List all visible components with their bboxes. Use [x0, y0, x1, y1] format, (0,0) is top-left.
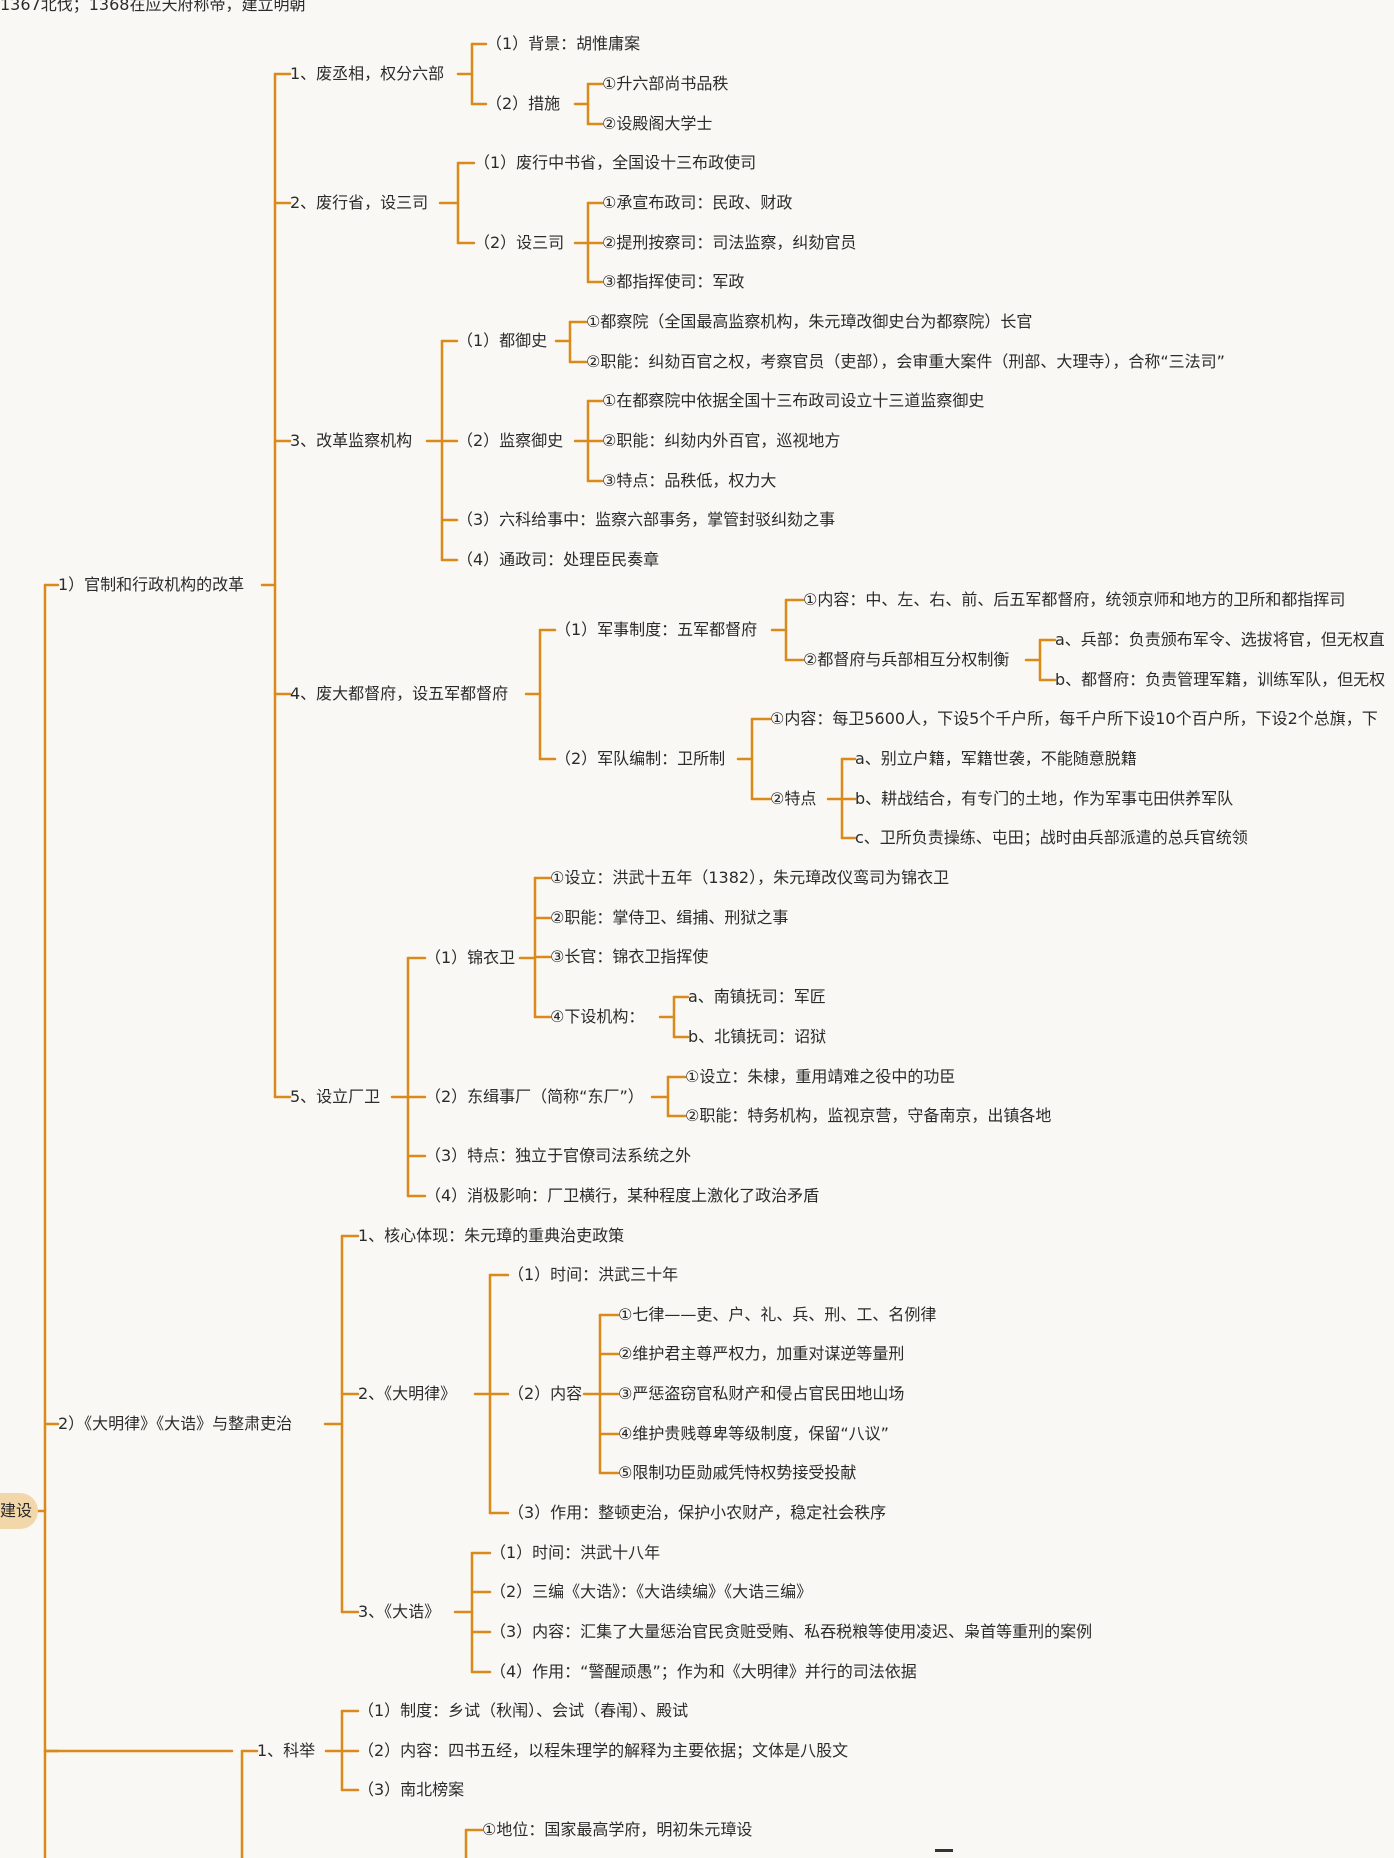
top-text: 1367北伐；1368在应天府称帝，建立明朝: [0, 0, 306, 14]
node-s2-2: 2、《大明律》: [358, 1384, 457, 1403]
node-s1-2-2a: ①承宣布政司：民政、财政: [602, 193, 793, 212]
node-s2-3: 3、《大诰》: [358, 1602, 441, 1621]
node-s2-2-2: （2）内容: [508, 1384, 583, 1403]
node-s1-2-2b: ②提刑按察司：司法监察，纠劾官员: [602, 233, 857, 252]
node-s1-5-1a: ①设立：洪武十五年（1382），朱元璋改仪鸾司为锦衣卫: [550, 868, 950, 887]
node-s1-4-2b1: a、别立户籍，军籍世袭，不能随意脱籍: [855, 749, 1137, 768]
node-s2-2-2d: ④维护贵贱尊卑等级制度，保留“八议”: [618, 1424, 889, 1443]
node-s2-2-3: （3）作用：整顿吏治，保护小农财产，稳定社会秩序: [508, 1503, 887, 1522]
node-s1-1: 1、废丞相，权分六部: [290, 64, 445, 83]
node-s2-2-2e: ⑤限制功臣勋戚凭恃权势接受投献: [618, 1463, 857, 1482]
node-s1-4-1b1: a、兵部：负责颁布军令、选拔将官，但无权直: [1055, 630, 1385, 649]
node-s1-3-4: （4）通政司：处理臣民奏章: [457, 550, 660, 569]
node-s1-5-4: （4）消极影响：厂卫横行，某种程度上激化了政治矛盾: [425, 1186, 820, 1205]
node-s3-1-3: （3）南北榜案: [358, 1780, 465, 1799]
node-s1-5-1d1: a、南镇抚司：军匠: [688, 987, 826, 1006]
node-s2-2-2b: ②维护君主尊严权力，加重对谋逆等量刑: [618, 1344, 905, 1363]
node-s1-5-1b: ②职能：掌侍卫、缉捕、刑狱之事: [550, 908, 789, 927]
node-s1-3-1: （1）都御史: [457, 331, 548, 350]
node-s1-5-2a: ①设立：朱棣，重用靖难之役中的功臣: [685, 1067, 956, 1086]
node-s2-3-4: （4）作用：“警醒顽愚”；作为和《大明律》并行的司法依据: [490, 1662, 917, 1681]
node-s1: 1）官制和行政机构的改革: [58, 575, 245, 594]
node-s1-5-1c: ③长官：锦衣卫指挥使: [550, 947, 709, 966]
node-s2: 2）《大明律》《大诰》与整肃吏治: [58, 1414, 293, 1433]
node-s2-1: 1、核心体现：朱元璋的重典治吏政策: [358, 1226, 625, 1245]
node-s1-5-1d2: b、北镇抚司：诏狱: [688, 1027, 827, 1046]
node-s1-5-2: （2）东缉事厂（简称“东厂”）: [425, 1087, 644, 1106]
node-s1-4-2b3: c、卫所负责操练、屯田；战时由兵部派遣的总兵官统领: [855, 828, 1248, 847]
node-s1-1-2a: ①升六部尚书品秩: [602, 74, 729, 93]
node-s1-1-1: （1）背景：胡惟庸案: [486, 34, 641, 53]
node-s2-2-2a: ①七律——吏、户、礼、兵、刑、工、名例律: [618, 1305, 937, 1324]
root-node: 建设: [0, 1493, 39, 1529]
node-s1-4-1a: ①内容：中、左、右、前、后五军都督府，统领京师和地方的卫所和都指挥司: [803, 590, 1346, 609]
node-s1-5-1d: ④下设机构：: [550, 1007, 645, 1026]
node-s1-1-2: （2）措施: [486, 94, 561, 113]
node-s1-4-2b2: b、耕战结合，有专门的土地，作为军事屯田供养军队: [855, 789, 1234, 808]
node-s2-2-2c: ③严惩盗窃官私财产和侵占官民田地山场: [618, 1384, 905, 1403]
node-s2-3-3: （3）内容：汇集了大量惩治官民贪赃受贿、私吞税粮等使用凌迟、枭首等重刑的案例: [490, 1622, 1093, 1641]
node-s1-3-1b: ②职能：纠劾百官之权，考察官员（吏部），会审重大案件（刑部、大理寺），合称“三法…: [586, 352, 1225, 371]
node-s1-3-2b: ②职能：纠劾内外百官，巡视地方: [602, 431, 841, 450]
node-s3-1-2: （2）内容：四书五经，以程朱理学的解释为主要依据；文体是八股文: [358, 1741, 849, 1760]
node-s3-1-1: （1）制度：乡试（秋闱）、会试（春闱）、殿试: [358, 1701, 689, 1720]
node-s1-3-2: （2）监察御史: [457, 431, 564, 450]
node-s1-5-2b: ②职能：特务机构，监视京营，守备南京，出镇各地: [685, 1106, 1052, 1125]
node-s2-2-1: （1）时间：洪武三十年: [508, 1265, 679, 1284]
node-s1-4: 4、废大都督府，设五军都督府: [290, 684, 509, 703]
node-s1-3-2c: ③特点：品秩低，权力大: [602, 471, 777, 490]
node-s2-3-1: （1）时间：洪武十八年: [490, 1543, 661, 1562]
node-s1-4-2a: ①内容：每卫5600人，下设5个千户所，每千户所下设10个百户所，下设2个总旗，…: [770, 709, 1378, 728]
node-s1-3-1a: ①都察院（全国最高监察机构，朱元璋改御史台为都察院）长官: [586, 312, 1033, 331]
node-s1-5-3: （3）特点：独立于官僚司法系统之外: [425, 1146, 692, 1165]
node-s1-2: 2、废行省，设三司: [290, 193, 429, 212]
node-s1-4-2b: ②特点: [770, 789, 817, 808]
node-s1-1-2b: ②设殿阁大学士: [602, 114, 713, 133]
node-s1-2-2c: ③都指挥使司：军政: [602, 272, 745, 291]
node-s1-3-2a: ①在都察院中依据全国十三布政司设立十三道监察御史: [602, 391, 985, 410]
node-s1-4-2: （2）军队编制：卫所制: [555, 749, 726, 768]
node-s1-4-1b2: b、都督府：负责管理军籍，训练军队，但无权: [1055, 670, 1386, 689]
node-s1-3-3: （3）六科给事中：监察六部事务，掌管封驳纠劾之事: [457, 510, 836, 529]
node-s3-1: 1、科举: [257, 1741, 316, 1760]
node-s1-2-2: （2）设三司: [474, 233, 565, 252]
dash-mark: [935, 1849, 953, 1852]
node-s2-3-2: （2）三编《大诰》：《大诰续编》《大诰三编》: [490, 1582, 813, 1601]
node-s1-3: 3、改革监察机构: [290, 431, 413, 450]
node-s1-5-1: （1）锦衣卫: [425, 948, 516, 967]
node-s3-2a: ①地位：国家最高学府，明初朱元璋设: [482, 1820, 753, 1839]
node-s1-2-1: （1）废行中书省，全国设十三布政使司: [474, 153, 757, 172]
node-s1-4-1: （1）军事制度：五军都督府: [555, 620, 758, 639]
node-s1-5: 5、设立厂卫: [290, 1087, 381, 1106]
node-s1-4-1b: ②都督府与兵部相互分权制衡: [803, 650, 1010, 669]
